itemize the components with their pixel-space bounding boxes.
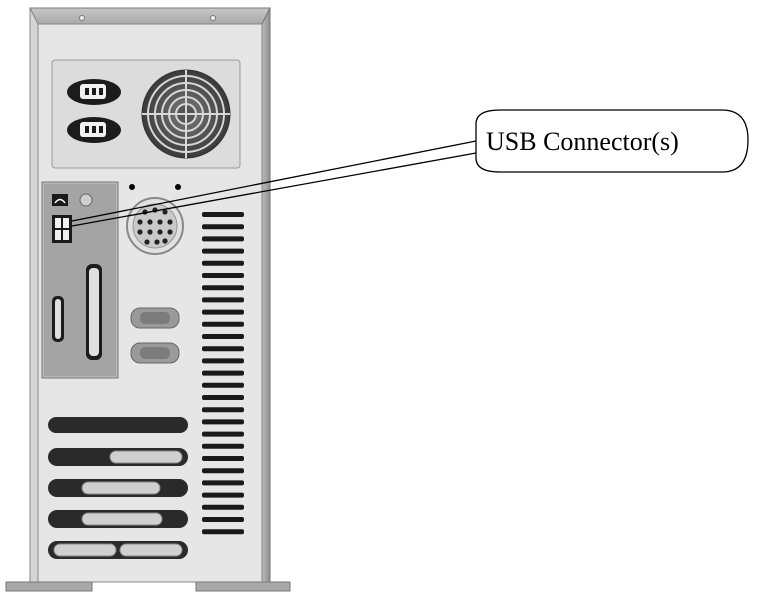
- power-socket-icon: [67, 117, 121, 143]
- case-foot-left: [5, 581, 93, 592]
- io-panel-dark-region: [44, 184, 116, 376]
- vent-slot: [202, 334, 244, 339]
- expansion-slot: [48, 417, 188, 433]
- ps2-pin: [162, 209, 168, 215]
- screw-icon: [79, 15, 85, 21]
- vent-slot: [202, 358, 244, 364]
- expansion-slot: [48, 479, 188, 497]
- expansion-slot: [48, 510, 188, 528]
- vent-slot: [202, 431, 244, 437]
- vent-slot: [202, 297, 244, 303]
- vent-slot: [202, 370, 244, 376]
- vent-slot: [202, 346, 244, 352]
- vent-slot: [202, 321, 244, 327]
- expansion-slots: [48, 417, 188, 559]
- vent-slot: [202, 419, 244, 425]
- vent-slot: [202, 285, 244, 291]
- vent-slot: [202, 224, 244, 230]
- power-supply: [51, 59, 241, 169]
- expansion-slot: [48, 541, 188, 559]
- ps2-pin: [144, 239, 150, 245]
- vent-slot: [202, 382, 244, 388]
- vent-slot: [202, 517, 244, 522]
- ps2-pin: [147, 219, 153, 225]
- ps2-pin: [154, 239, 160, 245]
- serial-port-icon: [130, 342, 180, 364]
- vent-slot: [202, 492, 244, 498]
- screw-icon: [210, 15, 216, 21]
- parallel-port-icon: [86, 264, 102, 360]
- vent-slot: [202, 529, 244, 535]
- power-socket-icon: [67, 79, 121, 105]
- indicator-icon: [79, 193, 93, 207]
- case-top: [29, 7, 271, 25]
- vent-slot: [202, 273, 244, 278]
- fan-grille-icon: [141, 69, 231, 159]
- parallel-port-icon: [52, 296, 64, 342]
- vent-slot: [202, 248, 244, 254]
- ps2-pin: [137, 219, 143, 225]
- callout-leader: [71, 140, 477, 227]
- ps2-port-icon: [126, 184, 184, 255]
- case-left-edge: [29, 7, 39, 583]
- vent-slot: [202, 260, 244, 266]
- vent-slot: [202, 468, 244, 474]
- case-foot-right: [195, 581, 291, 592]
- io-panel: [41, 181, 119, 379]
- usb-port-icon: [52, 215, 72, 243]
- callout-label: USB Connector(s): [486, 127, 679, 156]
- ps2-pin: [167, 219, 173, 225]
- ps2-pin: [157, 229, 163, 235]
- ps2-pin: [162, 238, 168, 244]
- case-right-edge: [261, 7, 271, 583]
- vent-slot: [202, 407, 244, 413]
- serial-port-icon: [130, 307, 180, 329]
- vent-slot: [202, 480, 244, 486]
- vent-slot: [202, 395, 244, 400]
- vent-slot: [202, 236, 244, 242]
- vent-slot: [202, 309, 244, 315]
- vent-slot: [202, 504, 244, 510]
- vent-slots: [202, 212, 244, 535]
- ps2-pin: [137, 229, 143, 235]
- expansion-slot: [48, 448, 188, 466]
- callout-bubble: USB Connector(s): [475, 109, 749, 173]
- vent-slot: [202, 443, 244, 449]
- vent-slot: [202, 212, 244, 217]
- vent-slot: [202, 456, 244, 461]
- ps2-pin: [147, 229, 153, 235]
- ps2-pin: [157, 219, 163, 225]
- ps2-pin: [167, 229, 173, 235]
